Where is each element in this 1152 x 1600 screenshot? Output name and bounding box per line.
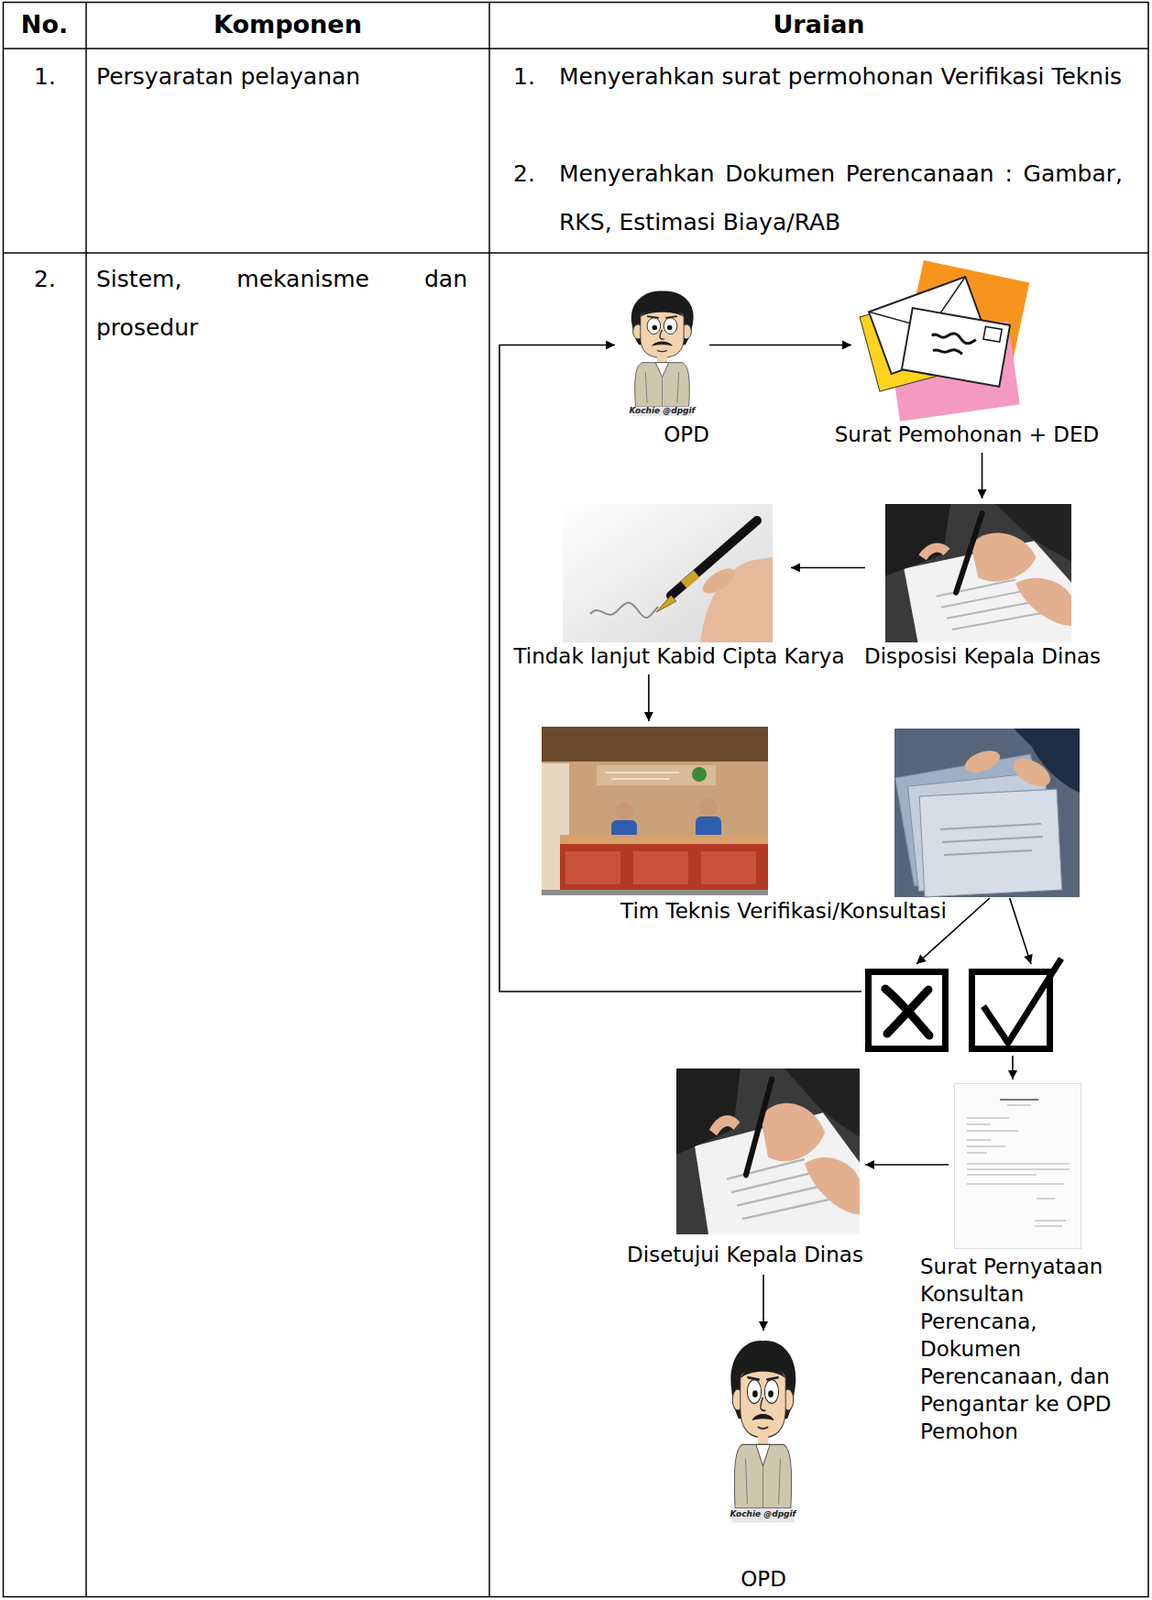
column-header: Komponen (86, 10, 490, 40)
office-photo (701, 851, 757, 885)
office-photo (605, 772, 680, 779)
picture-node: Tindak lanjut Kabid Cipta Karya (562, 504, 773, 643)
picture-node: Surat Pemohonan + DED (856, 263, 1031, 418)
reject-box (885, 988, 930, 1036)
reject-box (868, 972, 946, 1050)
watermark: Kochie @dpgif (620, 405, 704, 417)
table-cell: Persyaratan pelayanan (96, 52, 361, 101)
documents-photo (962, 746, 1003, 777)
list-number: 2. (513, 149, 536, 198)
node-caption: Tindak lanjut Kabid Cipta Karya (513, 644, 845, 670)
statement-letter-picture (1007, 1105, 1032, 1107)
watermark: Kochie @dpgif (719, 1509, 807, 1520)
pen-signing-photo (562, 504, 773, 643)
picture-node: Disposisi Kepala Dinas (885, 504, 1072, 643)
statement-letter-picture (966, 1118, 1070, 1227)
signing-photo (676, 1068, 860, 1235)
office-photo (614, 801, 634, 821)
pen-signing-photo (656, 595, 677, 613)
envelopes-picture (983, 326, 1002, 342)
row-number: 1. (33, 52, 56, 101)
statement-letter-picture (954, 1084, 1082, 1250)
table-grid (85, 2, 88, 1598)
office-photo (559, 844, 768, 890)
office-photo (633, 851, 689, 885)
cartoon-person (730, 1340, 796, 1523)
flow-arrow (865, 1163, 949, 1166)
table-grid (3, 47, 1150, 50)
statement-letter-picture (954, 1084, 1082, 1250)
signing-photo (885, 504, 1072, 643)
node-caption: Disposisi Kepala Dinas (864, 644, 1101, 670)
pen-signing-photo (683, 573, 697, 585)
flow-arrow (1009, 898, 1032, 1080)
table-grid (3, 2, 1150, 1598)
office-photo (565, 851, 621, 885)
approve-box (983, 958, 1062, 1043)
row-number: 2. (33, 254, 56, 304)
column-header: No. (2, 10, 87, 40)
pen-signing-photo (670, 520, 758, 596)
office-photo (691, 767, 707, 782)
office-photo (541, 726, 768, 896)
envelopes-picture (932, 329, 977, 345)
person-node: OPD (620, 287, 704, 418)
cartoon-person (631, 290, 694, 417)
envelopes-picture (901, 307, 1010, 387)
node-caption: OPD (740, 1567, 787, 1592)
picture-node: Surat Pernyataan Konsultan Perencana, Do… (954, 1083, 1082, 1250)
list-item: Menyerahkan Dokumen Perencanaan : Gambar… (559, 149, 1123, 247)
pen-signing-photo (590, 603, 659, 618)
node-caption: OPD (663, 422, 710, 448)
reject-box (868, 972, 946, 1050)
picture-node: Disetujui Kepala Dinas (676, 1068, 860, 1235)
documents-photo (894, 728, 1080, 898)
office-photo (596, 765, 716, 786)
envelopes-picture (859, 260, 1030, 422)
office-photo (699, 798, 718, 817)
table-grid (3, 252, 1150, 254)
list-number: 1. (513, 52, 536, 101)
node-caption: Surat Pemohonan + DED (834, 422, 1099, 448)
documents-photo (1009, 753, 1055, 793)
flow-arrow (981, 452, 984, 499)
node-caption: Disetujui Kepala Dinas (626, 1242, 864, 1268)
column-header: Uraian (489, 10, 1149, 40)
documents-photo (894, 728, 1080, 898)
pen-signing-photo (562, 504, 773, 643)
envelopes-picture (932, 346, 963, 356)
envelopes-picture (901, 307, 1010, 387)
office-photo (559, 834, 768, 845)
flow-arrow (790, 567, 866, 570)
flow-arrow (709, 344, 852, 347)
list-item: Menyerahkan surat permohonan Verifikasi … (559, 52, 1123, 101)
table-cell: Sistem, mekanisme dan prosedur (96, 254, 468, 352)
office-photo (541, 726, 768, 762)
picture-node: Tim Teknis Verifikasi/Konsultasi (541, 726, 1080, 896)
table-grid (3, 2, 1150, 1598)
pen-signing-photo (700, 557, 773, 643)
office-photo (541, 726, 768, 896)
person-node: OPD (719, 1336, 807, 1526)
office-photo (541, 889, 768, 896)
flow-arrow (647, 674, 650, 722)
documents-photo (940, 823, 1043, 856)
documents-photo (919, 789, 1063, 898)
node-caption: Tim Teknis Verifikasi/Konsultasi (620, 899, 947, 924)
approve-box (972, 958, 1063, 1050)
node-caption: Surat Pernyataan Konsultan Perencana, Do… (920, 1252, 1118, 1446)
table-grid (488, 2, 491, 1598)
statement-letter-picture (999, 1098, 1039, 1101)
flow-arrow (762, 1274, 765, 1331)
